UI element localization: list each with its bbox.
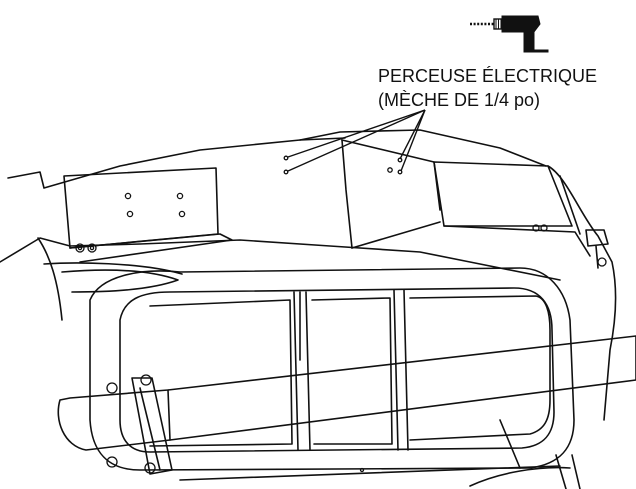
drill-icon	[470, 15, 549, 53]
window-frame-inner	[119, 287, 555, 453]
right-mounting-plate	[433, 161, 573, 227]
body-panel-left	[7, 137, 346, 189]
body-panel-lower-edge	[0, 237, 561, 281]
right-top-bracket	[585, 229, 609, 247]
center-rib	[341, 139, 353, 249]
callout-tool-name: PERCEUSE ÉLECTRIQUE	[378, 66, 598, 86]
window-frame-outer	[89, 267, 575, 471]
drill-pointer-lines	[287, 109, 426, 172]
left-bar-bracket	[131, 377, 173, 475]
drill-callout: PERCEUSE ÉLECTRIQUE (MÈCHE DE 1/4 po)	[378, 64, 597, 112]
cargo-bar	[57, 335, 636, 451]
callout-bit-size: (MÈCHE DE 1/4 po)	[378, 90, 541, 110]
